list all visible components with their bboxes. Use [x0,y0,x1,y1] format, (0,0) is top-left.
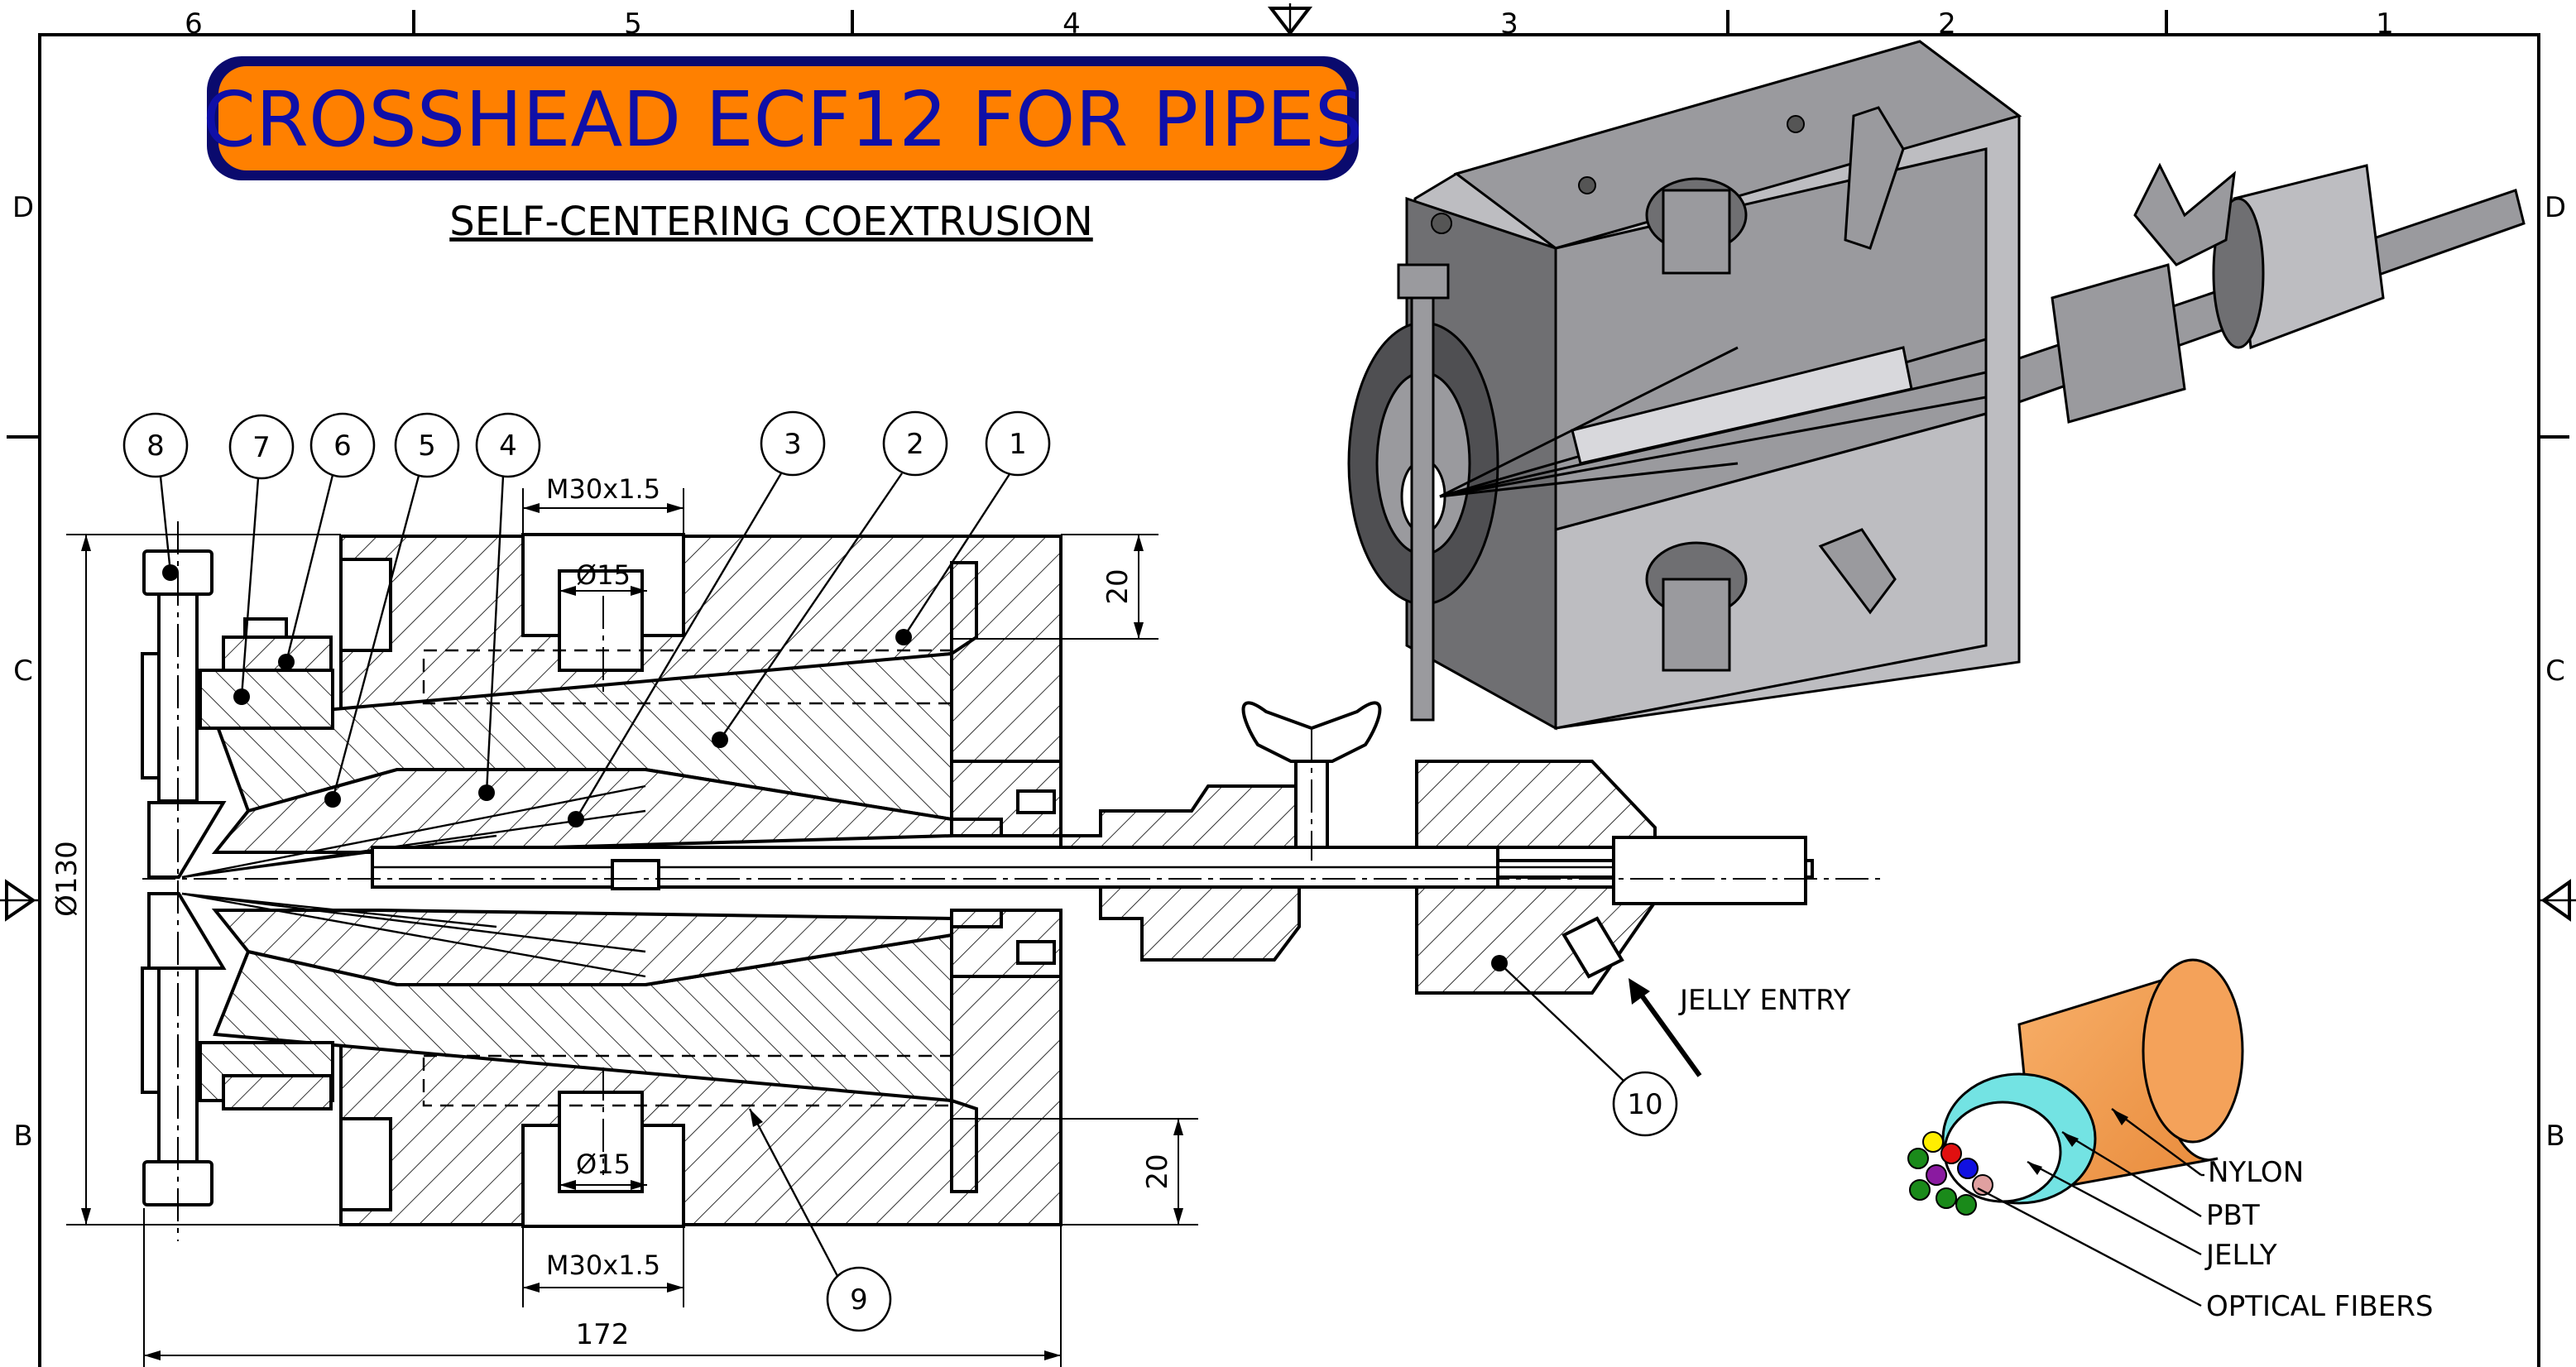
zone-col-4: 4 [1063,7,1081,41]
dim-offset-bottom: 20 [1141,1154,1174,1189]
dim-offset-top: 20 [1101,568,1134,604]
balloon-4: 4 [499,429,517,463]
jelly-entry-label: JELLY ENTRY [1678,984,1851,1017]
zone-col-2: 2 [1938,7,1956,41]
zone-row-c-right: C [2545,655,2565,688]
dim-length: 172 [576,1318,630,1351]
dim-diameter: Ø130 [50,841,84,917]
side-marker-left-icon [0,879,38,922]
label-jelly: JELLY [2204,1239,2277,1272]
drawing-subtitle: SELF-CENTERING COEXTRUSION [449,199,1093,245]
balloon-7: 7 [252,431,271,464]
dim-thread-bottom: M30x1.5 [546,1249,660,1281]
zone-row-b-left: B [13,1120,32,1153]
dim-bore-top: Ø15 [576,559,631,591]
balloon-2: 2 [906,428,924,461]
drawing-title: CROSSHEAD ECF12 FOR PIPES [203,75,1363,164]
balloon-6: 6 [333,429,352,463]
zone-row-d-left: D [12,191,34,224]
label-pbt: PBT [2206,1199,2260,1232]
label-nylon: NYLON [2208,1156,2304,1189]
cable-layer-labels: NYLON PBT JELLY OPTICAL FIBERS [2204,1156,2433,1323]
balloon-1: 1 [1009,428,1027,461]
zone-col-5: 5 [624,7,642,41]
title-banner: CROSSHEAD ECF12 FOR PIPES [203,56,1363,180]
zone-col-1: 1 [2376,7,2394,41]
balloons: 1 2 3 4 5 6 7 8 9 10 [122,410,1678,1332]
balloon-5: 5 [418,429,436,463]
dimensions: M30x1.5 Ø15 M30x1.5 Ø15 Ø130 172 20 [50,473,1198,1367]
projection-triangle-icon [1267,3,1313,36]
zone-row-d-right: D [2545,191,2566,224]
jelly-entry-callout: JELLY ENTRY [1629,978,1851,1077]
zone-row-c-left: C [13,655,33,688]
balloon-8: 8 [146,429,165,463]
section-view [141,521,1887,1241]
balloon-3: 3 [784,428,802,461]
balloon-10: 10 [1627,1088,1662,1121]
dim-thread-top: M30x1.5 [546,473,660,505]
dim-bore-bottom: Ø15 [576,1149,631,1180]
zone-labels: 6 5 4 3 2 1 D C B D C B [12,7,2566,1153]
cable-cross-section-icon [1907,958,2244,1307]
side-marker-right-icon [2539,879,2576,922]
zone-row-b-right: B [2545,1120,2564,1153]
zone-col-3: 3 [1500,7,1518,41]
crosshead-3d-cutaway-icon [1347,40,2526,731]
balloon-9: 9 [850,1283,868,1317]
label-optical-fibers: OPTICAL FIBERS [2206,1290,2433,1323]
zone-col-6: 6 [185,7,203,41]
